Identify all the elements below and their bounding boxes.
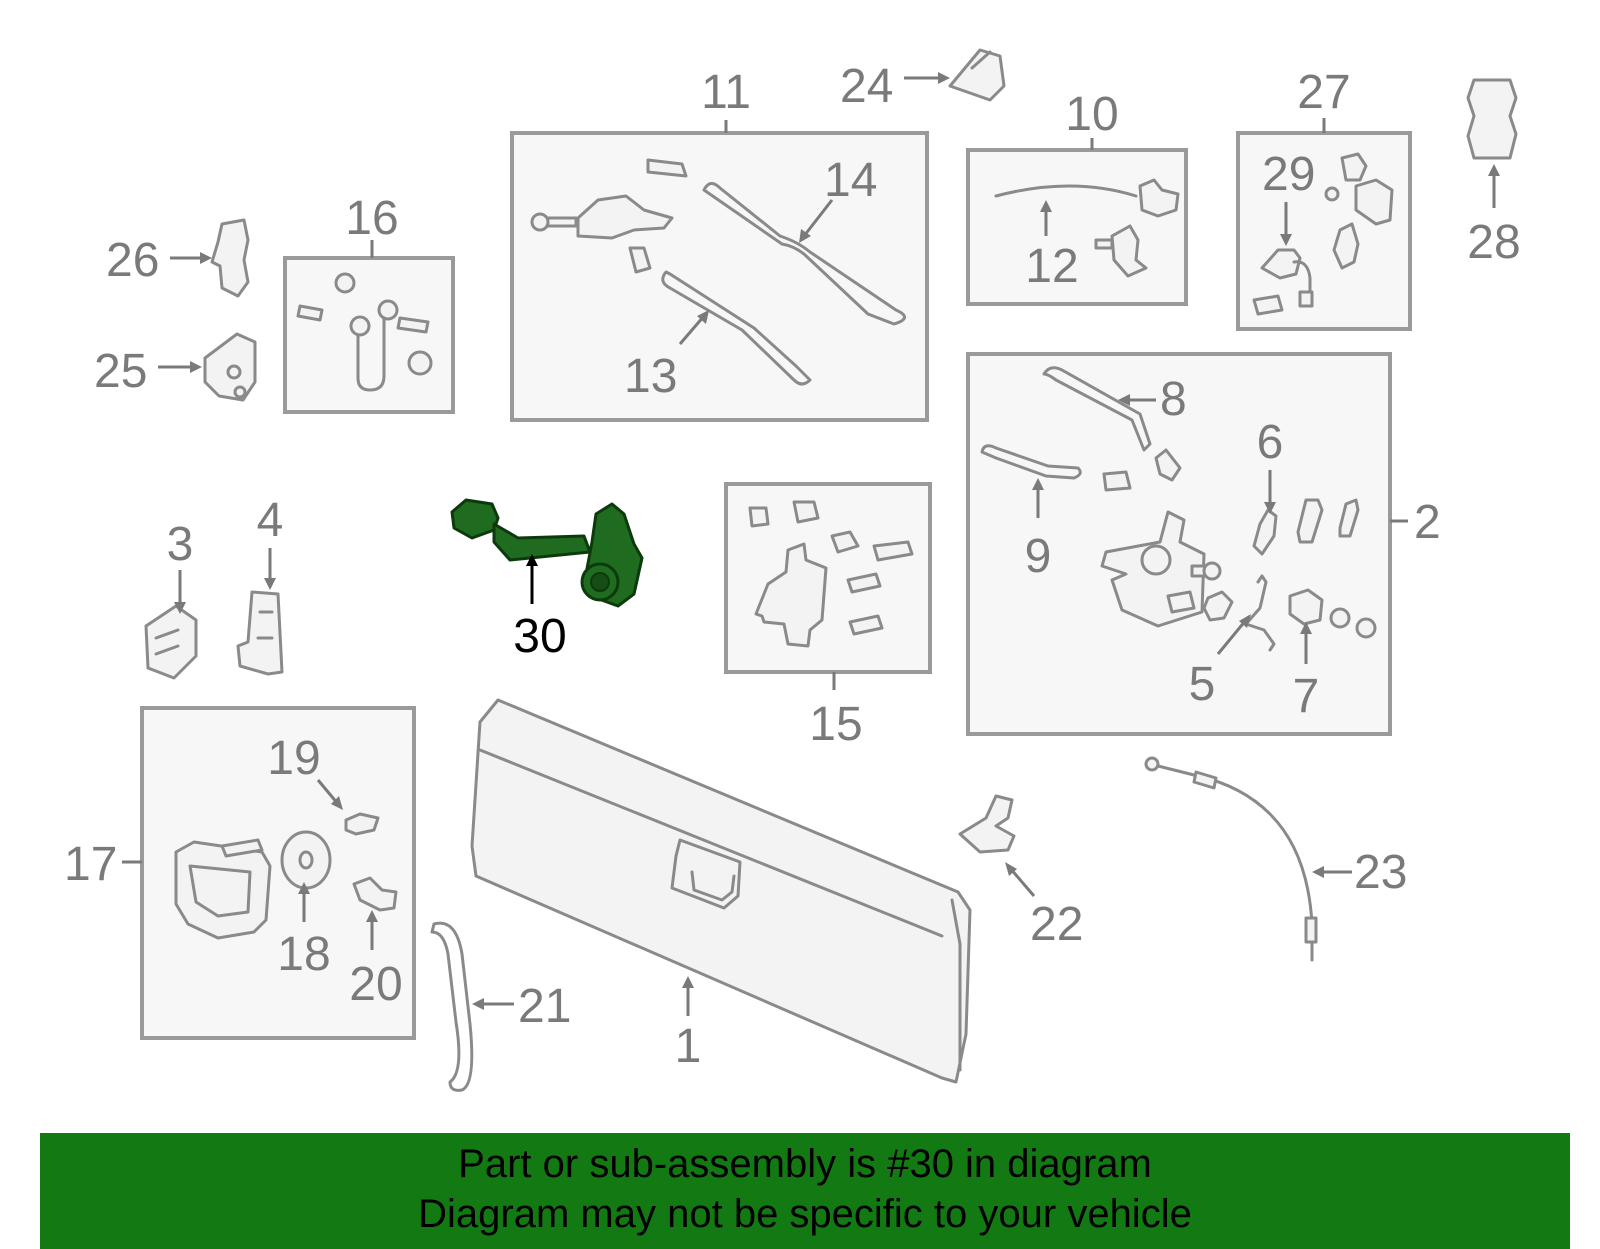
part-30-highlighted <box>450 498 644 608</box>
callout-9: 9 <box>1025 530 1052 583</box>
box-27-group <box>1236 131 1412 331</box>
callout-5: 5 <box>1189 658 1216 711</box>
banner-line-1: Part or sub-assembly is #30 in diagram <box>458 1142 1152 1186</box>
part-3 <box>144 604 198 680</box>
callout-19: 19 <box>267 732 320 785</box>
callout-30: 30 <box>513 610 566 663</box>
callout-6: 6 <box>1257 416 1284 469</box>
box-2-group <box>966 352 1392 736</box>
part-26 <box>210 218 250 298</box>
part-23-cable <box>1144 756 1318 962</box>
callout-7: 7 <box>1293 670 1320 723</box>
callout-15: 15 <box>809 698 862 751</box>
callout-12: 12 <box>1025 240 1078 293</box>
callout-22: 22 <box>1030 898 1083 951</box>
callout-20: 20 <box>349 958 402 1011</box>
box-16-group <box>283 256 455 414</box>
box-17-group <box>140 706 416 1040</box>
callout-29: 29 <box>1262 148 1315 201</box>
banner-line-2: Diagram may not be specific to your vehi… <box>418 1192 1192 1236</box>
part-22 <box>958 794 1016 854</box>
callout-23: 23 <box>1354 846 1407 899</box>
callout-28: 28 <box>1467 216 1520 269</box>
callout-24: 24 <box>840 60 893 113</box>
callout-13: 13 <box>624 350 677 403</box>
callout-11: 11 <box>701 66 751 119</box>
part-1-tailgate <box>470 698 972 1084</box>
callout-2: 2 <box>1414 496 1441 549</box>
box-15-group <box>724 482 932 674</box>
callout-17: 17 <box>64 838 117 891</box>
callout-10: 10 <box>1065 88 1118 141</box>
info-banner: Part or sub-assembly is #30 in diagram D… <box>40 1133 1570 1249</box>
box-11-group <box>510 131 929 422</box>
callout-14: 14 <box>824 154 877 207</box>
box-10-group <box>966 148 1188 306</box>
callout-18: 18 <box>277 928 330 981</box>
callout-16: 16 <box>345 192 398 245</box>
part-25 <box>203 332 257 402</box>
callout-25: 25 <box>94 345 147 398</box>
callout-8: 8 <box>1160 373 1187 426</box>
part-24 <box>948 48 1006 102</box>
part-28 <box>1466 78 1518 160</box>
callout-26: 26 <box>106 234 159 287</box>
callout-4: 4 <box>257 494 284 547</box>
callout-27: 27 <box>1297 66 1350 119</box>
callout-1: 1 <box>675 1020 702 1073</box>
callout-3: 3 <box>167 518 194 571</box>
part-21 <box>430 921 474 1092</box>
part-4 <box>236 590 284 676</box>
callout-21: 21 <box>518 980 571 1033</box>
